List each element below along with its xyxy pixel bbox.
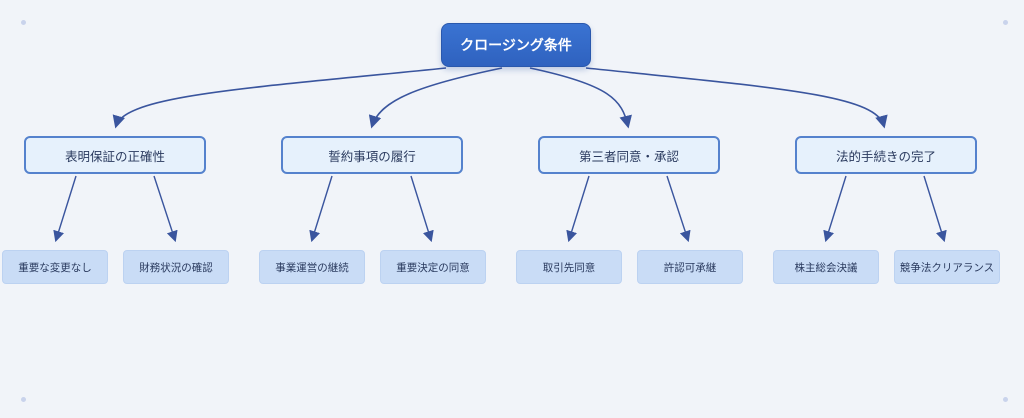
leaf-node-label: 財務状況の確認 bbox=[139, 261, 213, 274]
category-node-label: 誓約事項の履行 bbox=[328, 148, 416, 164]
corner-handle-bottom-left bbox=[21, 397, 26, 402]
edge-category-3-to-leaf-6 bbox=[666, 175, 691, 243]
edge-category-3-to-leaf-5 bbox=[566, 175, 590, 243]
leaf-node[interactable]: 競争法クリアランス bbox=[894, 250, 1000, 284]
leaf-node-label: 株主総会決議 bbox=[794, 261, 858, 274]
corner-handle-bottom-right bbox=[1003, 397, 1008, 402]
edge-category-2-to-leaf-4 bbox=[410, 175, 434, 243]
leaf-node[interactable]: 財務状況の確認 bbox=[123, 250, 229, 284]
edge-category-2-to-leaf-3 bbox=[309, 175, 333, 243]
corner-handle-top-left bbox=[21, 20, 26, 25]
leaf-node[interactable]: 許認可承継 bbox=[637, 250, 743, 284]
edge-root-to-category-2 bbox=[368, 67, 503, 129]
leaf-node-label: 事業運営の継続 bbox=[275, 261, 349, 274]
leaf-node-label: 競争法クリアランス bbox=[899, 261, 995, 274]
root-node-label: クロージング条件 bbox=[460, 38, 572, 54]
leaf-node[interactable]: 取引先同意 bbox=[516, 250, 622, 284]
category-node-label: 第三者同意・承認 bbox=[578, 148, 679, 164]
edge-category-1-to-leaf-2 bbox=[153, 175, 178, 243]
root-node[interactable]: クロージング条件 bbox=[441, 23, 591, 67]
leaf-node-label: 取引先同意 bbox=[542, 261, 596, 274]
leaf-node-label: 許認可承継 bbox=[663, 261, 717, 274]
category-node-label: 表明保証の正確性 bbox=[64, 148, 165, 164]
category-node-representations[interactable]: 表明保証の正確性 bbox=[24, 136, 206, 174]
edge-category-4-to-leaf-8 bbox=[923, 175, 947, 243]
leaf-node-label: 重要決定の同意 bbox=[396, 261, 470, 274]
category-node-label: 法的手続きの完了 bbox=[835, 148, 936, 164]
edge-root-to-category-3 bbox=[529, 67, 632, 129]
category-node-third-party-consent[interactable]: 第三者同意・承認 bbox=[538, 136, 720, 174]
edge-root-to-category-4 bbox=[585, 67, 888, 129]
edge-category-1-to-leaf-1 bbox=[53, 175, 77, 243]
leaf-node[interactable]: 株主総会決議 bbox=[773, 250, 879, 284]
leaf-node-label: 重要な変更なし bbox=[18, 261, 92, 274]
corner-handle-top-right bbox=[1003, 20, 1008, 25]
edge-root-to-category-1 bbox=[112, 67, 447, 129]
category-node-legal-procedures[interactable]: 法的手続きの完了 bbox=[795, 136, 977, 174]
category-node-covenants[interactable]: 誓約事項の履行 bbox=[281, 136, 463, 174]
leaf-node[interactable]: 重要決定の同意 bbox=[380, 250, 486, 284]
leaf-node[interactable]: 事業運営の継続 bbox=[259, 250, 365, 284]
edge-category-4-to-leaf-7 bbox=[823, 175, 847, 243]
leaf-node[interactable]: 重要な変更なし bbox=[2, 250, 108, 284]
